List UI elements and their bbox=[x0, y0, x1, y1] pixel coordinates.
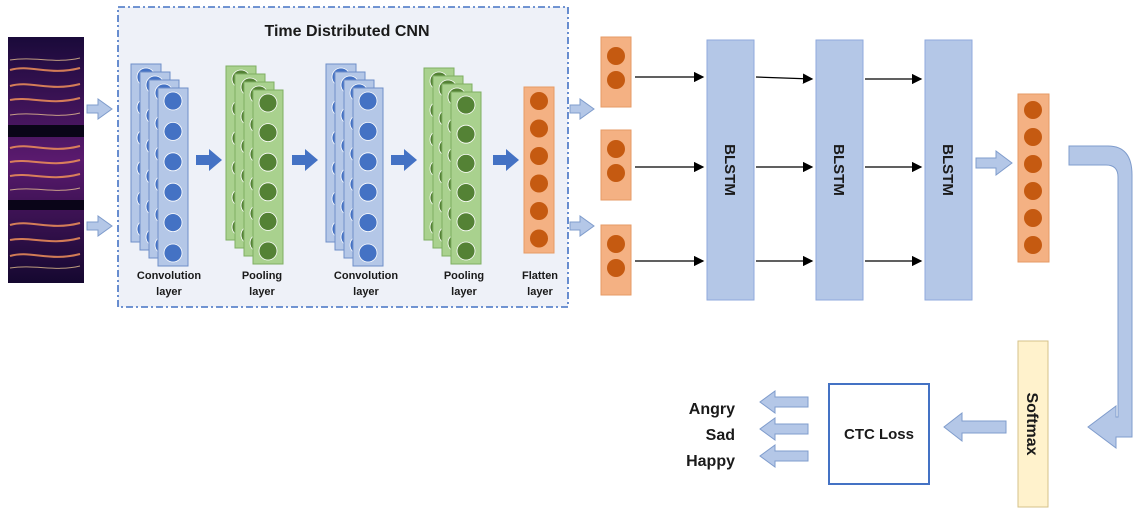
blstm-3-label: BLSTM bbox=[939, 144, 956, 196]
layer-label-3-line2: layer bbox=[353, 286, 379, 298]
output-label-angry: Angry bbox=[689, 401, 735, 418]
cnn-out-arrow-1 bbox=[569, 98, 595, 120]
curved-arrow-to-softmax bbox=[1068, 145, 1133, 449]
cnn-inner-arrows bbox=[196, 149, 519, 171]
layer-label-1-line1: Convolution bbox=[137, 270, 201, 282]
cnn-layer-stack-4 bbox=[423, 67, 482, 265]
blstm-layer-1: BLSTM bbox=[706, 39, 755, 301]
output-arrow-3 bbox=[759, 444, 809, 468]
ctc-loss-label: CTC Loss bbox=[844, 426, 914, 443]
layer-label-1-line2: layer bbox=[156, 286, 182, 298]
layer-label-5-line2: layer bbox=[527, 286, 553, 298]
cnn-layer-arrow-4 bbox=[493, 149, 519, 171]
blstm-out-arrow bbox=[975, 150, 1013, 176]
layer-label-2-line2: layer bbox=[249, 286, 275, 298]
cnn-layers bbox=[130, 63, 555, 267]
timestep-vector-2 bbox=[600, 129, 632, 201]
flatten-layer-vector bbox=[523, 86, 555, 254]
output-vector-nodes bbox=[1024, 101, 1042, 254]
output-arrow-2 bbox=[759, 417, 809, 441]
blstm-connections bbox=[635, 71, 923, 267]
cnn-layer-arrow-3 bbox=[391, 149, 417, 171]
output-arrow-1 bbox=[759, 390, 809, 414]
input-arrow-2 bbox=[86, 215, 113, 237]
blstm-layer-2: BLSTM bbox=[815, 39, 864, 301]
timestep-vector-3 bbox=[600, 224, 632, 296]
softmax-layer: Softmax bbox=[1017, 340, 1049, 508]
input-arrow-1 bbox=[86, 98, 113, 120]
timestep-vector-1 bbox=[600, 36, 632, 108]
cnn-layer-stack-2 bbox=[225, 65, 284, 265]
cnn-block: Time Distributed CNN Convolution layer P… bbox=[117, 6, 569, 308]
output-label-happy: Happy bbox=[686, 453, 735, 470]
layer-label-4-line2: layer bbox=[451, 286, 477, 298]
layer-label-5-line1: Flatten bbox=[522, 270, 558, 282]
output-label-sad: Sad bbox=[706, 427, 735, 444]
cnn-layer-stack-1 bbox=[130, 63, 189, 267]
blstm-2-label: BLSTM bbox=[830, 144, 847, 196]
output-vector bbox=[1017, 93, 1050, 263]
layer-label-4-line1: Pooling bbox=[444, 270, 484, 282]
softmax-to-loss-arrow bbox=[943, 411, 1007, 443]
softmax-label: Softmax bbox=[1023, 392, 1040, 455]
cnn-layer-stack-3 bbox=[325, 63, 384, 267]
blstm-layer-3: BLSTM bbox=[924, 39, 973, 301]
ctc-loss-box: CTC Loss bbox=[828, 383, 930, 485]
spectrogram-input bbox=[8, 37, 84, 283]
cnn-out-arrow-2 bbox=[569, 215, 595, 237]
layer-label-3-line1: Convolution bbox=[334, 270, 398, 282]
cnn-layer-arrow-1 bbox=[196, 149, 222, 171]
cnn-layer-arrow-2 bbox=[292, 149, 318, 171]
timestep-vectors bbox=[600, 36, 632, 296]
blstm-1-label: BLSTM bbox=[721, 144, 738, 196]
cnn-block-title: Time Distributed CNN bbox=[264, 23, 429, 40]
layer-label-2-line1: Pooling bbox=[242, 270, 282, 282]
